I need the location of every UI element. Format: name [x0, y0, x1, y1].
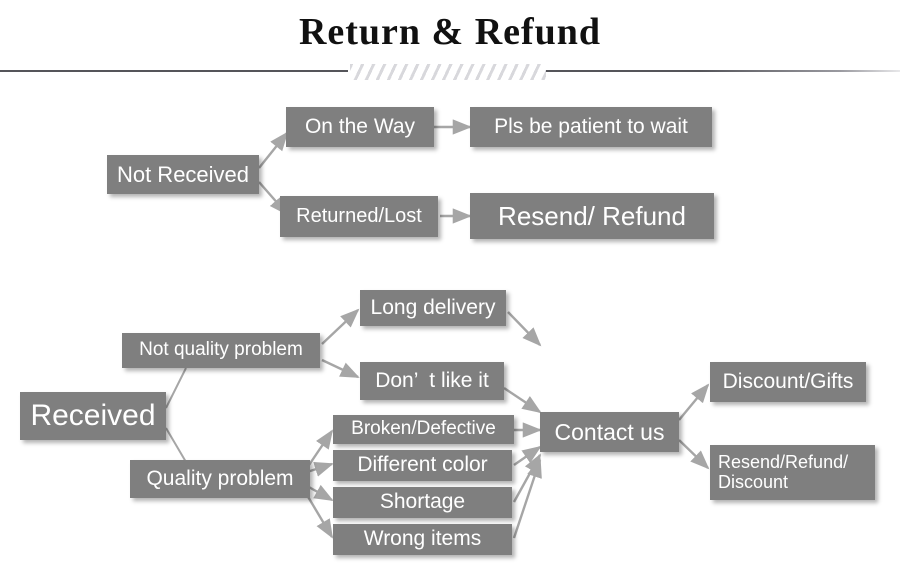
node-dont-like-it[interactable]: Don’ t like it: [360, 362, 504, 400]
divider-rule-left: [0, 70, 348, 72]
decorative-divider: [0, 64, 900, 80]
node-broken-defective[interactable]: Broken/Defective: [333, 415, 514, 444]
node-pls-be-patient-to-wait[interactable]: Pls be patient to wait: [470, 107, 712, 147]
node-received[interactable]: Received: [20, 392, 166, 440]
node-not-quality-problem[interactable]: Not quality problem: [122, 333, 320, 368]
page-title: Return & Refund: [298, 11, 602, 53]
node-shortage[interactable]: Shortage: [333, 487, 512, 518]
node-long-delivery[interactable]: Long delivery: [360, 290, 506, 326]
node-wrong-items[interactable]: Wrong items: [333, 524, 512, 555]
node-returned-lost[interactable]: Returned/Lost: [280, 196, 438, 237]
node-discount-gifts[interactable]: Discount/Gifts: [710, 362, 866, 402]
node-resend-refund[interactable]: Resend/ Refund: [470, 193, 714, 239]
node-on-the-way[interactable]: On the Way: [286, 107, 434, 147]
node-not-received[interactable]: Not Received: [107, 155, 259, 194]
hatched-divider-icon: [350, 64, 546, 80]
node-resend-refund-discount[interactable]: Resend/Refund/ Discount: [710, 445, 875, 500]
node-contact-us[interactable]: Contact us: [540, 412, 679, 452]
node-quality-problem[interactable]: Quality problem: [130, 460, 310, 498]
divider-rule-fade: [700, 70, 900, 72]
node-different-color[interactable]: Different color: [333, 450, 512, 481]
